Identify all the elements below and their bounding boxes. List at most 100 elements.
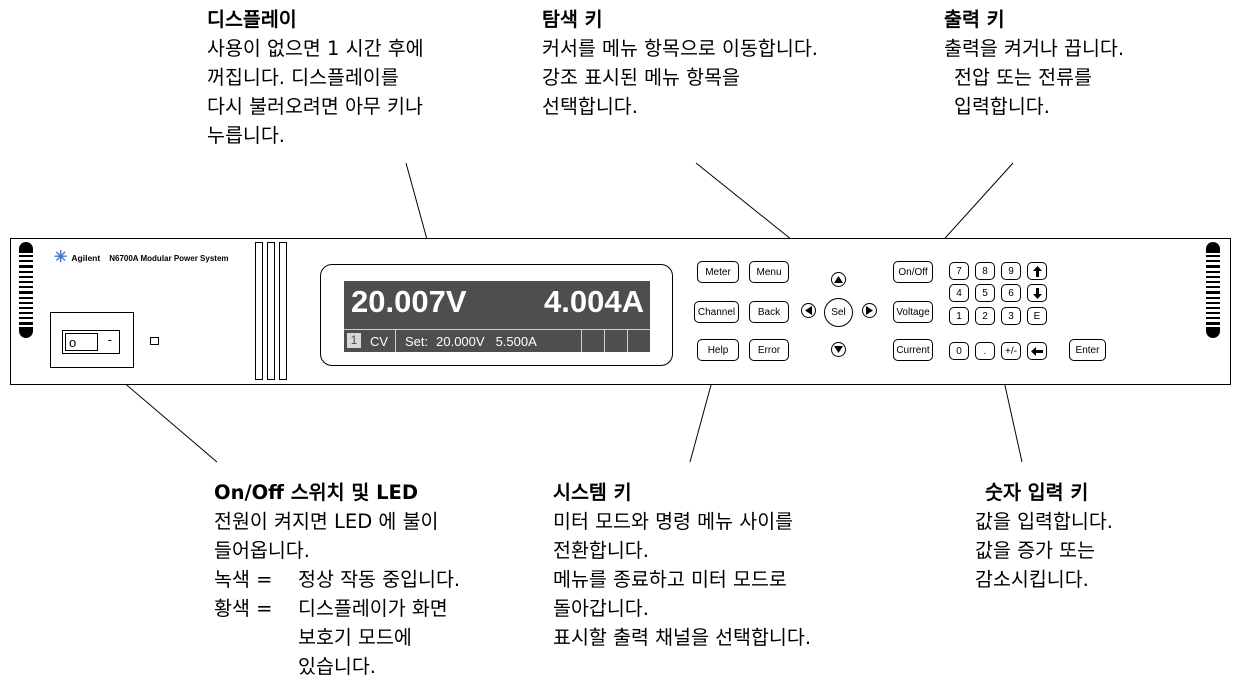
callout-system-line: 돌아갑니다. [553,597,649,620]
key-3[interactable]: 3 [1001,307,1021,325]
leader-line-onoff [114,374,218,463]
callout-system-line: 미터 모드와 명령 메뉴 사이를 [553,510,794,533]
set-label: Set: [405,333,429,349]
callout-navigation-line: 커서를 메뉴 항목으로 이동합니다. [542,37,818,60]
nav-down-button[interactable] [831,342,846,357]
callout-output-title: 출력 키 [944,8,1005,31]
callout-onoff-yellow: 황색 = 디스플레이가 화면 [214,594,460,623]
lcd-readout: 20.007V 4.004A [344,284,650,328]
right-vent-grille [1206,242,1220,338]
decrement-key[interactable] [1027,284,1047,302]
callout-numeric-line: 값을 입력합니다. [975,510,1113,533]
yellow-label: 황색 = [214,597,273,620]
power-switch-bezel [50,312,134,368]
on-off-key[interactable]: On/Off [893,261,933,283]
mode-cell: CV [363,330,395,352]
callout-system-line: 메뉴를 종료하고 미터 모드로 [553,568,787,591]
nav-left-button[interactable] [801,303,816,318]
help-key[interactable]: Help [697,339,739,361]
callout-numeric-title: 숫자 입력 키 [985,481,1089,504]
model-name: N6700A Modular Power System [109,253,229,263]
key-7[interactable]: 7 [949,262,969,280]
error-key[interactable]: Error [749,339,789,361]
callout-onoff-line: 들어옵니다. [214,539,310,562]
key-6[interactable]: 6 [1001,284,1021,302]
status-cell [581,330,604,352]
callout-onoff-title: On/Off 스위치 및 LED [214,481,419,504]
yellow-text: 디스플레이가 화면 [298,597,448,620]
callout-navigation-line: 강조 표시된 메뉴 항목을 [542,66,740,89]
right-arrow-icon [866,306,873,315]
exponent-key[interactable]: E [1027,307,1047,325]
back-key[interactable]: Back [749,301,789,323]
callout-display-line: 다시 불러오려면 아무 키나 [207,95,423,118]
lcd-status-row: 1 CV Set: 20.000V 5.500A [344,329,650,352]
plus-minus-key[interactable]: +/- [1001,342,1021,360]
callout-display-line: 꺼집니다. 디스플레이를 [207,66,399,89]
callout-display-title: 디스플레이 [207,8,297,31]
callout-system-line: 표시할 출력 채널을 선택합니다. [553,626,812,649]
panel-divider-bar [267,242,275,380]
brand-name: Agilent [71,253,101,263]
lcd-display: 20.007V 4.004A 1 CV Set: 20.000V 5.500A [344,281,650,352]
agilent-spark-icon: ✳ [54,249,68,266]
switch-on-mark: o [69,334,77,350]
menu-key[interactable]: Menu [749,261,789,283]
panel-divider-bar [279,242,287,380]
meter-key[interactable]: Meter [697,261,739,283]
current-readout: 4.004A [544,284,644,319]
nav-up-button[interactable] [831,272,846,287]
callout-system: 시스템 키 미터 모드와 명령 메뉴 사이를 전환합니다. 메뉴를 종료하고 미… [553,478,811,652]
callout-output-line: 출력을 켜거나 끕니다. [944,37,1125,60]
callout-onoff-yellow-line: 보호기 모드에 [298,626,412,649]
callout-output-line: 입력합니다. [954,95,1050,118]
green-label: 녹색 = [214,568,273,591]
callout-system-title: 시스템 키 [553,481,632,504]
callout-onoff: On/Off 스위치 및 LED 전원이 켜지면 LED 에 불이 들어옵니다.… [214,478,460,681]
current-key[interactable]: Current [893,339,933,361]
down-arrow-icon [834,346,843,353]
key-0[interactable]: 0 [949,342,969,360]
up-arrow-icon [834,276,843,283]
key-9[interactable]: 9 [1001,262,1021,280]
left-vent-grille [19,242,33,338]
nav-right-button[interactable] [862,303,877,318]
channel-key[interactable]: Channel [694,301,739,323]
callout-output-line: 전압 또는 전류를 [954,66,1092,89]
backspace-arrow-icon [1031,346,1043,356]
callout-navigation-line: 선택합니다. [542,95,638,118]
increment-key[interactable] [1027,262,1047,280]
callout-onoff-green: 녹색 = 정상 작동 중입니다. [214,565,460,594]
callout-system-line: 전환합니다. [553,539,649,562]
switch-off-mark: - [107,332,112,347]
callout-navigation-title: 탐색 키 [542,8,603,31]
decimal-key[interactable]: . [975,342,995,360]
callout-navigation: 탐색 키 커서를 메뉴 항목으로 이동합니다. 강조 표시된 메뉴 항목을 선택… [542,5,818,121]
panel-divider-bar [255,242,263,380]
power-switch[interactable]: o - [62,330,120,354]
callout-display: 디스플레이 사용이 없으면 1 시간 후에 꺼집니다. 디스플레이를 다시 불러… [207,5,424,150]
key-8[interactable]: 8 [975,262,995,280]
callout-display-line: 누릅니다. [207,124,285,147]
enter-key[interactable]: Enter [1069,339,1106,361]
callout-onoff-line: 전원이 켜지면 LED 에 불이 [214,510,439,533]
key-5[interactable]: 5 [975,284,995,302]
channel-number: 1 [347,333,361,348]
callout-display-line: 사용이 없으면 1 시간 후에 [207,37,424,60]
callout-numeric-line: 값을 증가 또는 [975,539,1096,562]
backspace-key[interactable] [1027,342,1047,360]
voltage-key[interactable]: Voltage [893,301,933,323]
callout-onoff-yellow-line: 있습니다. [298,655,376,678]
green-text: 정상 작동 중입니다. [298,568,461,591]
key-1[interactable]: 1 [949,307,969,325]
down-arrow-icon [1032,287,1042,299]
key-4[interactable]: 4 [949,284,969,302]
key-2[interactable]: 2 [975,307,995,325]
brand-logo: ✳ Agilent N6700A Modular Power System [54,250,229,266]
status-cell [604,330,627,352]
sel-button[interactable]: Sel [824,298,853,327]
voltage-readout: 20.007V [351,284,467,319]
set-voltage: 20.000V [436,333,485,349]
power-switch-rocker[interactable]: o [65,333,98,351]
status-cell [627,330,650,352]
